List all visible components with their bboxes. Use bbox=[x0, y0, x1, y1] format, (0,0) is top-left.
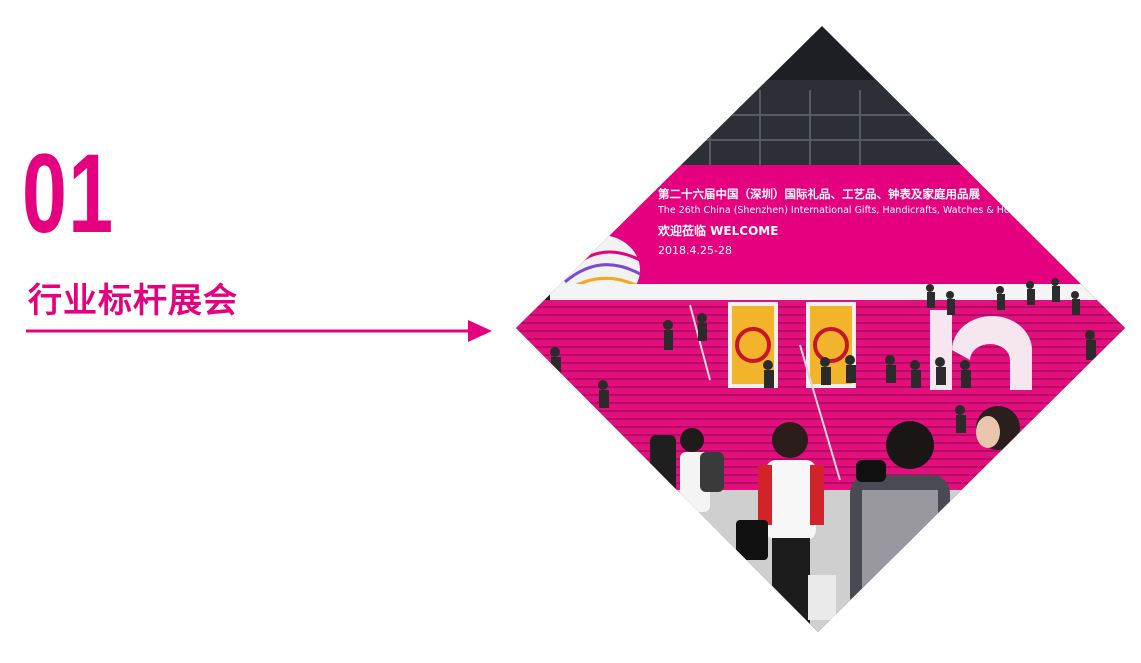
expo-photo: 第二十六届中国（深圳）国际礼品、工艺品、钟表及家庭用品展 The 26th Ch… bbox=[516, 26, 1125, 632]
section-title: 行业标杆展会 bbox=[28, 281, 238, 321]
section-number: 01 bbox=[22, 131, 115, 256]
banner-title-cn: 第二十六届中国（深圳）国际礼品、工艺品、钟表及家庭用品展 bbox=[658, 187, 980, 201]
banner-welcome: 欢迎莅临 WELCOME bbox=[657, 223, 778, 238]
banner-title-en: The 26th China (Shenzhen) International … bbox=[657, 205, 1050, 216]
arrow-right-icon bbox=[26, 320, 492, 342]
banner-date: 2018.4.25-28 bbox=[658, 244, 732, 257]
